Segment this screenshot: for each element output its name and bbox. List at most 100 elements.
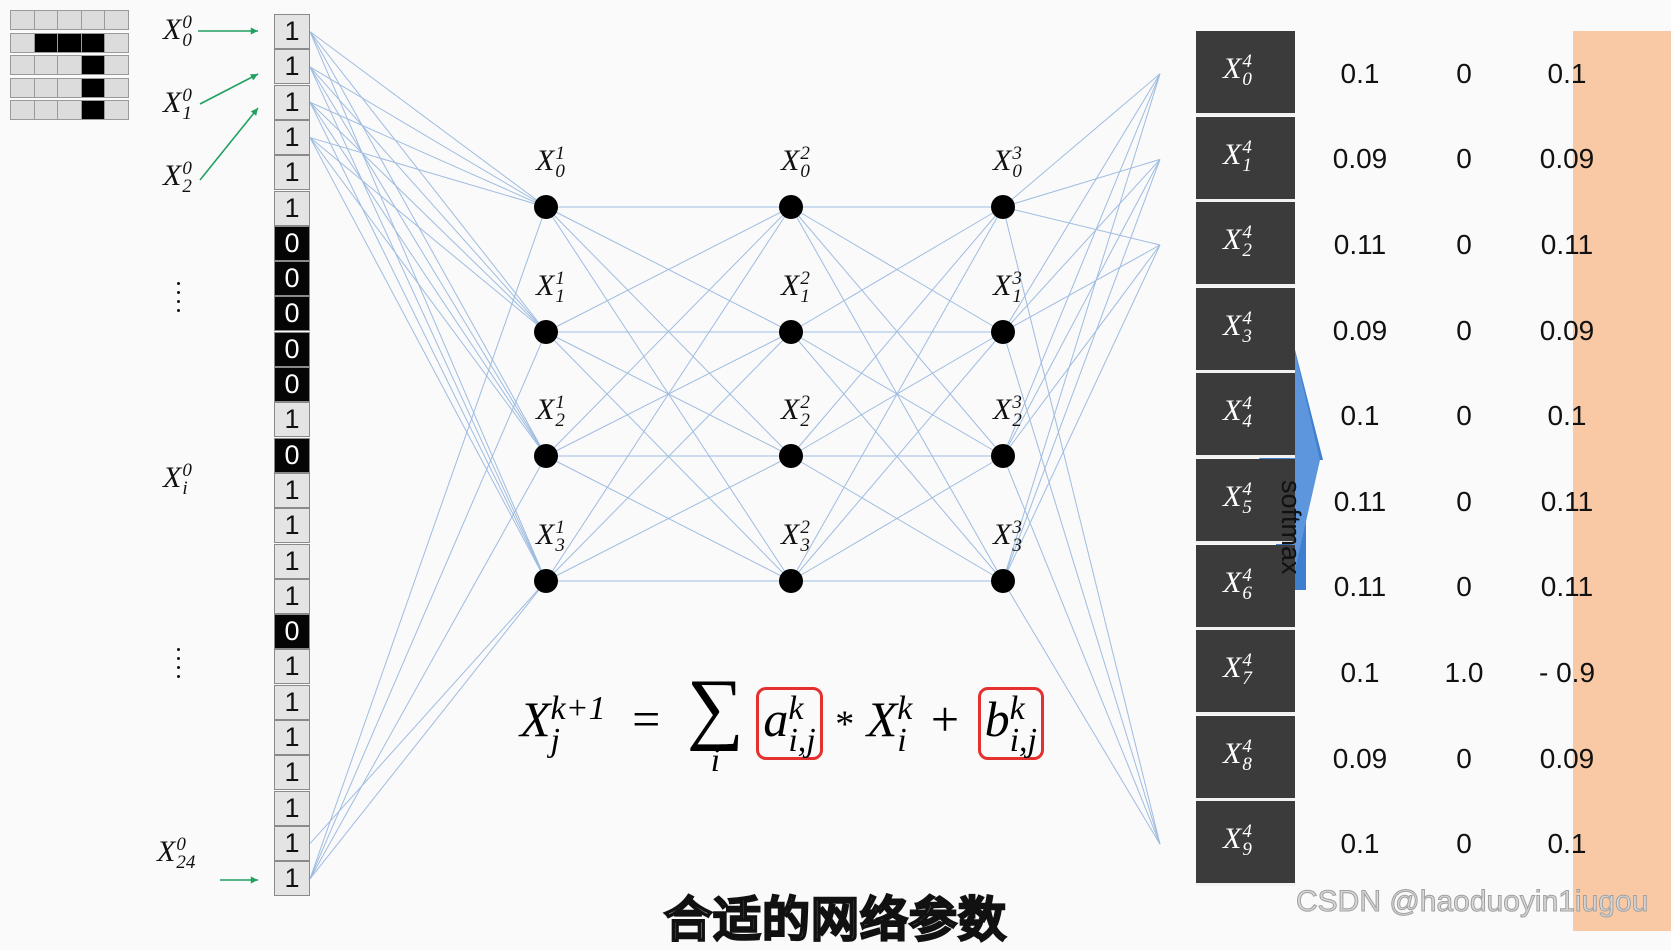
neuron-node xyxy=(534,444,558,468)
edge xyxy=(309,101,547,457)
prob-value: 0.1 xyxy=(1340,400,1380,432)
diff-value: 0.09 xyxy=(1539,143,1595,175)
edge xyxy=(309,206,547,880)
watermark: CSDN @haoduoyin1iugou xyxy=(1295,885,1649,919)
edge xyxy=(1002,159,1161,457)
input-cell: 1 xyxy=(274,155,310,191)
edge xyxy=(309,66,547,457)
prob-value: 0.09 xyxy=(1332,742,1388,774)
prob-value: 0.09 xyxy=(1332,143,1388,175)
edge xyxy=(1002,206,1161,845)
prob-value: 0.1 xyxy=(1340,828,1380,860)
edge xyxy=(309,66,547,582)
formula-equals: = xyxy=(632,691,661,748)
arrowhead xyxy=(250,876,258,884)
edge xyxy=(309,137,547,333)
edge xyxy=(1002,158,1161,208)
formula-times: * xyxy=(835,703,855,746)
input-cell: 0 xyxy=(274,367,310,402)
neuron-node xyxy=(991,444,1015,468)
input-cell: 1 xyxy=(274,49,310,85)
edge xyxy=(545,331,792,582)
diff-value: - 0.9 xyxy=(1538,657,1596,688)
input-cell: 0 xyxy=(274,296,310,332)
arrowhead xyxy=(250,108,258,116)
input-cell: 1 xyxy=(274,755,310,791)
input-cell: 1 xyxy=(274,825,310,861)
input-cell: 1 xyxy=(274,720,310,755)
edge xyxy=(1002,73,1161,582)
target-value: 0 xyxy=(1456,314,1472,346)
pixel xyxy=(57,10,82,30)
neuron-node xyxy=(779,195,803,219)
edge xyxy=(309,101,547,333)
pixel xyxy=(10,32,35,53)
edge xyxy=(309,101,547,208)
pixel xyxy=(33,100,59,120)
prob-value: 0.11 xyxy=(1333,229,1387,260)
pixel xyxy=(80,55,106,75)
edge xyxy=(790,206,1004,582)
input-cell: 1 xyxy=(274,14,310,49)
target-value: 0 xyxy=(1456,742,1472,774)
target-value: 0 xyxy=(1456,229,1472,260)
edge xyxy=(1002,206,1161,246)
neuron-node xyxy=(991,320,1015,344)
pixel xyxy=(10,55,35,75)
neuron-node xyxy=(779,320,803,344)
pixel xyxy=(33,77,59,98)
diff-value: 0.09 xyxy=(1539,314,1595,346)
input-cell: 0 xyxy=(274,225,310,261)
edge xyxy=(790,206,1004,333)
target-value: 0 xyxy=(1456,828,1472,860)
pixel xyxy=(80,77,106,98)
neuron-node xyxy=(534,569,558,593)
pixel xyxy=(57,32,82,53)
diff-value: 0.09 xyxy=(1539,742,1595,774)
edge xyxy=(309,66,547,333)
edge xyxy=(309,580,547,844)
input-cell: 0 xyxy=(274,331,310,367)
edge xyxy=(309,31,547,208)
input-cell: 1 xyxy=(274,508,310,544)
input-cell: 1 xyxy=(274,402,310,438)
edge xyxy=(545,206,792,457)
prob-value: 0.1 xyxy=(1340,657,1380,688)
input-cell: 0 xyxy=(274,614,310,650)
target-value: 0 xyxy=(1456,143,1472,175)
diff-value: 0.1 xyxy=(1547,57,1587,89)
edge xyxy=(790,331,1004,582)
target-value: 0 xyxy=(1456,400,1472,432)
formula-sum: ∑i xyxy=(686,664,744,779)
edge xyxy=(309,31,547,582)
pixel xyxy=(33,10,59,30)
difference-column-background xyxy=(1573,31,1671,931)
prob-value: 0.11 xyxy=(1333,485,1387,517)
